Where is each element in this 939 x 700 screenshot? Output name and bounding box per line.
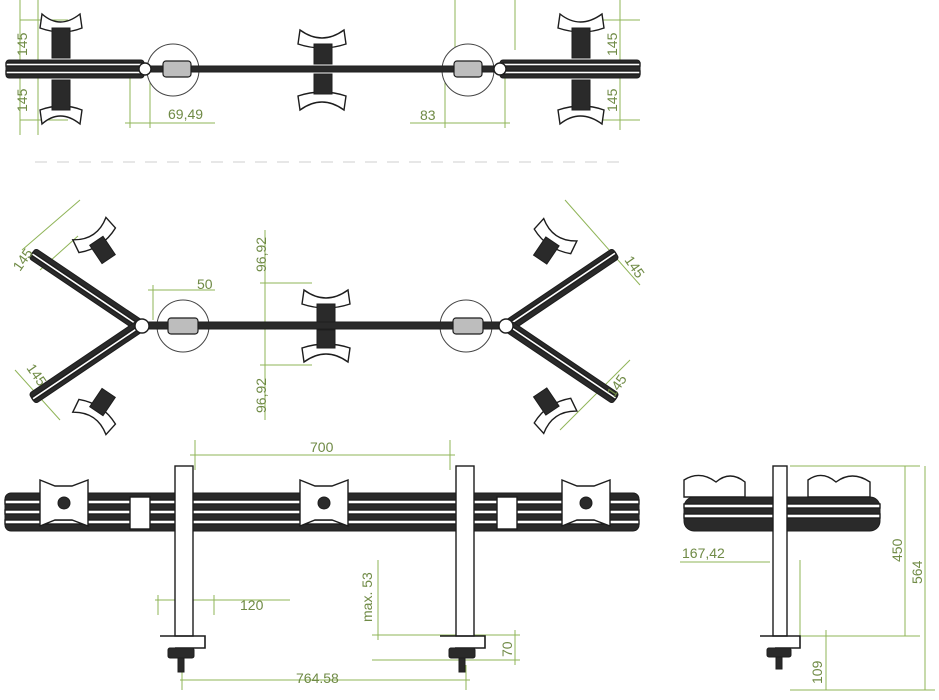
dim-angled-upper-right: 145 <box>622 253 649 281</box>
top-view: 145 145 69,49 83 145 145 <box>5 0 641 135</box>
dim-side-height-564: 564 <box>909 560 925 584</box>
angled-view: 145 145 50 96,92 96,92 145 145 <box>9 199 649 436</box>
dim-front-pole-spacing: 700 <box>310 439 334 455</box>
dim-top-right-upper: 145 <box>604 32 620 56</box>
dim-front-clamp-height: 70 <box>499 641 515 657</box>
dim-top-left-joint: 69,49 <box>168 106 203 122</box>
dim-front-max-height: max. 53 <box>359 572 375 622</box>
dim-side-depth: 167,42 <box>682 545 725 561</box>
dim-front-pole-width: 120 <box>240 597 264 613</box>
top-view-mounts <box>39 12 605 126</box>
dim-top-right-joint: 83 <box>420 107 436 123</box>
side-view: 167,42 450 564 109 <box>680 465 935 691</box>
dim-angled-arm-offset: 50 <box>197 276 213 292</box>
dim-front-overall-span: 764.58 <box>296 670 339 686</box>
dim-angled-upper-left: 145 <box>9 245 36 273</box>
dim-top-right-lower: 145 <box>604 88 620 112</box>
dim-angled-center-upper: 96,92 <box>253 237 269 272</box>
front-view-mounts <box>39 478 611 528</box>
dim-angled-center-lower: 96,92 <box>253 378 269 413</box>
dim-side-base: 109 <box>809 660 825 684</box>
angled-view-mounts <box>71 216 579 436</box>
dim-top-left-upper: 145 <box>14 32 30 56</box>
front-view: 700 120 max. 53 70 764.58 <box>4 439 640 690</box>
dim-side-height-450: 450 <box>889 538 905 562</box>
dim-top-left-lower: 145 <box>14 88 30 112</box>
